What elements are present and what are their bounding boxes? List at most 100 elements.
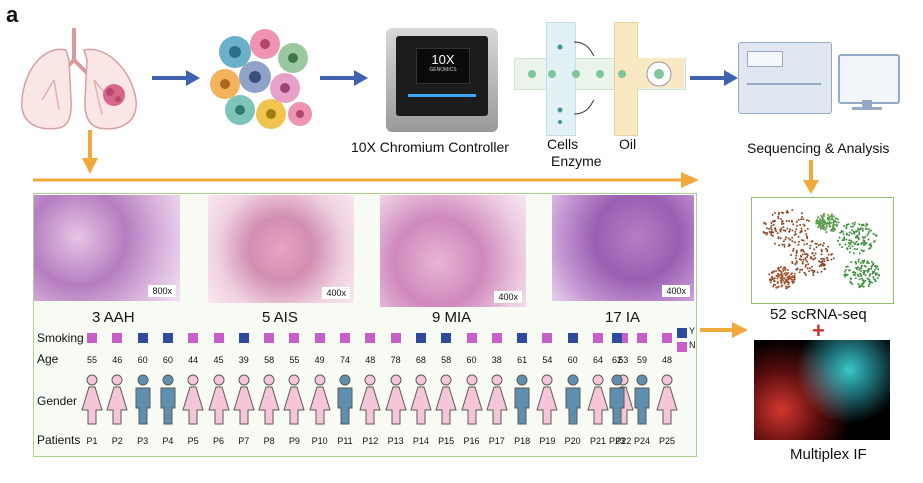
tsne-point xyxy=(864,279,867,282)
tsne-point xyxy=(858,278,861,281)
tsne-point xyxy=(791,209,794,212)
tsne-point xyxy=(864,225,867,228)
tsne-point xyxy=(850,225,852,228)
tsne-point xyxy=(834,220,837,223)
tsne-point xyxy=(780,272,783,275)
tsne-point xyxy=(853,231,856,234)
tsne-point xyxy=(786,273,789,276)
patient-id: P2 xyxy=(111,436,123,446)
tsne-point xyxy=(854,260,857,263)
tsne-point xyxy=(785,236,787,239)
arrow-icon xyxy=(690,70,738,86)
female-icon xyxy=(81,374,103,425)
smoking-marker xyxy=(314,333,325,343)
tsne-point xyxy=(852,273,855,276)
smoking-marker xyxy=(662,333,672,343)
tsne-point xyxy=(797,218,800,221)
tsne-point xyxy=(814,242,817,245)
tsne-point xyxy=(769,281,772,284)
tsne-point xyxy=(858,252,861,255)
tsne-point xyxy=(775,286,778,289)
tsne-point xyxy=(796,224,798,227)
tsne-point xyxy=(823,263,826,266)
female-icon xyxy=(587,374,609,425)
tsne-point xyxy=(865,242,868,245)
tsne-point xyxy=(855,236,857,239)
tsne-point xyxy=(858,233,861,236)
patient-id: P15 xyxy=(438,436,455,446)
tsne-point xyxy=(796,267,799,270)
tsne-point xyxy=(801,261,804,263)
female-icon xyxy=(536,374,559,425)
tsne-point xyxy=(838,236,841,239)
tsne-point xyxy=(772,283,775,286)
tsne-point xyxy=(820,263,823,266)
tsne-point xyxy=(861,227,864,230)
tsne-point xyxy=(830,214,833,217)
tsne-point xyxy=(768,230,771,233)
tsne-point xyxy=(785,285,788,288)
tsne-point xyxy=(806,227,809,230)
smoking-marker xyxy=(542,333,553,343)
smoking-marker xyxy=(491,333,502,343)
tsne-point xyxy=(782,226,785,228)
tsne-point xyxy=(823,228,825,231)
tsne-point xyxy=(860,243,863,245)
age-value: 74 xyxy=(339,355,350,365)
tsne-point xyxy=(791,240,794,243)
tsne-point xyxy=(866,270,869,273)
tsne-point xyxy=(817,219,820,222)
tsne-point xyxy=(825,231,828,234)
tsne-point xyxy=(816,271,819,274)
stage-label-ia: 17 IA xyxy=(605,309,641,326)
arrow-right-icon xyxy=(700,322,748,338)
tsne-point xyxy=(845,265,848,268)
tsne-point xyxy=(779,228,782,231)
tsne-point xyxy=(836,223,839,226)
tsne-point xyxy=(809,244,812,247)
tsne-point xyxy=(790,254,792,256)
tsne-point xyxy=(821,260,824,263)
tsne-point xyxy=(845,232,848,235)
tsne-point xyxy=(838,243,841,246)
tsne-point xyxy=(828,222,831,225)
female-icon xyxy=(359,374,381,425)
tsne-point xyxy=(826,250,829,253)
histology-image-ais: 400x xyxy=(208,195,354,303)
tsne-point xyxy=(853,248,856,250)
male-icon xyxy=(135,374,151,425)
tsne-point xyxy=(782,240,785,243)
patient-id: P5 xyxy=(187,436,199,446)
tsne-point xyxy=(772,231,775,234)
tsne-point xyxy=(783,243,786,246)
tsne-point xyxy=(820,248,823,251)
tsne-point xyxy=(867,232,870,235)
tsne-point xyxy=(799,268,802,271)
age-value: 55 xyxy=(86,355,97,365)
tsne-point xyxy=(816,222,819,225)
age-value: 59 xyxy=(636,355,647,365)
tsne-point xyxy=(781,219,784,222)
plus-icon: + xyxy=(812,318,825,343)
tsne-point xyxy=(810,269,813,272)
tsne-point xyxy=(791,272,793,275)
tsne-point xyxy=(871,261,873,263)
tsne-point xyxy=(820,270,823,273)
tsne-point xyxy=(827,213,830,216)
tsne-point xyxy=(856,266,859,269)
tsne-point xyxy=(780,273,783,276)
smoking-marker xyxy=(162,333,173,343)
tsne-point xyxy=(862,243,865,246)
tsne-point xyxy=(806,219,808,222)
tsne-point xyxy=(791,229,794,232)
smoking-marker xyxy=(612,333,622,343)
tsne-point xyxy=(781,276,784,279)
tsne-point xyxy=(790,219,793,222)
tsne-point xyxy=(858,223,861,226)
age-value: 62 xyxy=(611,355,622,365)
tsne-point xyxy=(776,274,779,277)
tsne-point xyxy=(863,259,866,262)
tsne-point xyxy=(789,277,792,280)
tsne-point xyxy=(783,266,786,269)
tsne-point xyxy=(836,218,839,221)
